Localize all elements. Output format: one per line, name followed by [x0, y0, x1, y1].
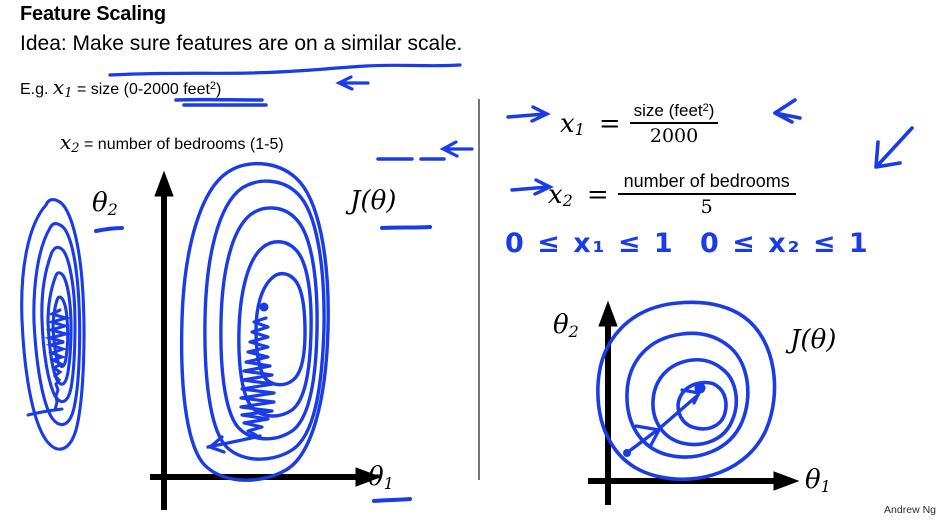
right-plot-contours	[596, 300, 777, 481]
left-plot-minimum-dot	[259, 302, 269, 312]
page-title: Feature Scaling	[20, 3, 166, 25]
arrow-diagonal-down-left	[874, 126, 914, 169]
left-plot-theta1-label: θ1	[368, 462, 394, 493]
range-x1: 0 ≤ x₁ ≤ 1	[505, 228, 675, 259]
eq2-equals: =	[586, 179, 609, 210]
eq1-equals: =	[598, 109, 621, 139]
left-plot-descent-start	[206, 434, 262, 449]
right-plot-descent-arrowhead-2	[680, 388, 702, 405]
panel-divider	[478, 99, 480, 480]
example-x2-line: x2 = number of bedrooms (1-5)	[60, 130, 284, 156]
eq1-numerator: size (feet2)	[629, 101, 719, 124]
x1-unit-exponent: 2	[209, 80, 217, 92]
right-plot-axes	[588, 300, 800, 505]
range-x2: 0 ≤ x₂ ≤ 1	[700, 228, 870, 259]
eq1-numerator-exponent: 2	[702, 102, 709, 114]
example-x1-line: E.g. x1 = size (0-2000 feet2)	[20, 75, 221, 101]
arrow-to-eq2	[510, 178, 554, 196]
right-plot-cost-label: J(θ)	[790, 325, 837, 355]
left-plot-descent-path	[239, 316, 276, 437]
right-plot-minimum-dot	[694, 382, 706, 394]
equation-x2-scaled: x2 = number of bedrooms 5	[548, 170, 797, 219]
x2-definition: = number of bedrooms (1-5)	[84, 136, 284, 153]
underline-left-theta2	[94, 226, 124, 233]
eq1-denominator: 2000	[649, 125, 699, 147]
underline-idea	[108, 63, 462, 77]
left-plot-descent-start-arrow	[206, 435, 226, 454]
eq2-numerator: number of bedrooms	[617, 171, 796, 195]
right-plot-descent-path	[626, 393, 700, 454]
left-plot-contours	[179, 161, 330, 482]
attribution: Andrew Ng	[884, 504, 936, 516]
equation-x1-scaled: x1 = size (feet2) 2000	[560, 100, 719, 148]
x1-definition-tail: )	[216, 81, 222, 98]
left-plot-outside-contours	[20, 198, 86, 451]
left-plot-outside-scribble	[44, 308, 72, 412]
arrow-left-x1	[335, 75, 370, 91]
right-plot-theta1-label: θ1	[805, 465, 831, 496]
arrow-left-x2	[439, 140, 474, 158]
underline-left-theta1	[372, 497, 412, 503]
right-plot-descent-arrowhead-1	[634, 424, 662, 447]
example-prefix: E.g.	[20, 81, 49, 98]
left-plot-theta2-label: θ2	[92, 188, 118, 219]
right-plot-descent-origin-dot	[623, 449, 631, 457]
x1-symbol: x1	[52, 75, 73, 101]
eq2-variable: x2	[548, 179, 573, 210]
left-plot-cost-label: J(θ)	[350, 186, 397, 216]
x1-definition: = size (0-2000 feet	[76, 81, 210, 98]
x2-symbol: x2	[60, 130, 80, 156]
eq1-variable: x1	[560, 109, 585, 139]
left-plot-outside-tail	[26, 407, 64, 417]
eq2-denominator: 5	[700, 196, 713, 218]
underline-left-jtheta	[380, 225, 432, 230]
arrow-to-eq1	[506, 105, 551, 123]
left-plot-axes	[150, 170, 382, 510]
arrow-check-eq1	[773, 98, 802, 124]
right-plot-theta2-label: θ2	[553, 310, 579, 341]
idea-statement: Idea: Make sure features are on a simila…	[20, 32, 463, 55]
